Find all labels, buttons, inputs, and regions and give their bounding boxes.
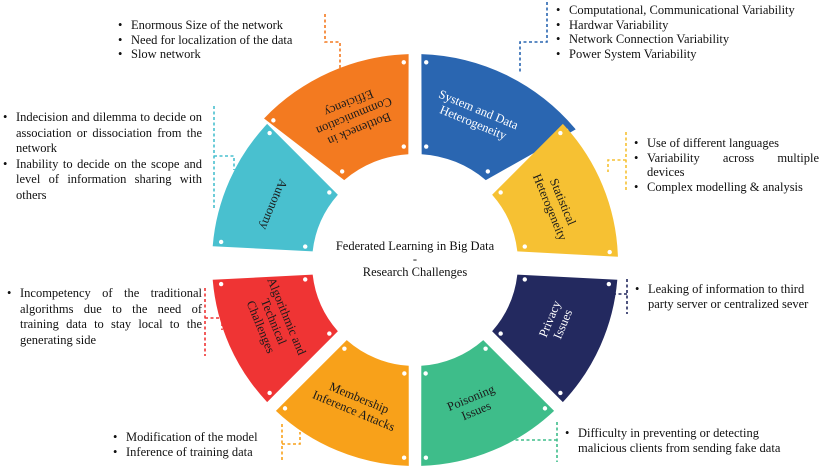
bullet-item: Modification of the model xyxy=(113,430,283,445)
connector-algorithmic xyxy=(205,317,223,330)
bullet-item: Hardwar Variability xyxy=(556,18,796,33)
connector-bottleneck xyxy=(324,14,341,74)
segment-dot xyxy=(271,118,276,123)
segment-dot xyxy=(606,281,612,287)
segment-dot xyxy=(424,60,429,65)
segment-dot xyxy=(607,249,612,255)
segment-dot xyxy=(423,371,428,376)
segment-dot xyxy=(282,406,288,411)
segment-dot xyxy=(327,190,332,195)
segment-dot xyxy=(401,60,406,65)
center-title-line1: Federated Learning in Big Data xyxy=(335,239,495,253)
segment-dot xyxy=(522,277,527,282)
membership-bullets: Modification of the model Inference of t… xyxy=(113,430,283,459)
segment-dot xyxy=(424,144,429,149)
segment-dot xyxy=(401,455,407,460)
connector-autonomy xyxy=(214,155,235,170)
segment-dot xyxy=(498,190,503,195)
bullet-item: Use of different languages xyxy=(634,136,819,151)
segment-bottleneck xyxy=(264,54,409,181)
bullet-item: Variability across multiple devices xyxy=(634,151,819,180)
segment-dot xyxy=(267,130,272,136)
segment-dot xyxy=(558,390,563,396)
bullet-item: Leaking of information to third party se… xyxy=(635,282,825,311)
segment-dot xyxy=(485,169,491,174)
bullet-item: Complex modelling & analysis xyxy=(634,180,819,195)
segment-membership xyxy=(275,340,409,466)
autonomy-bullets: Indecision and dilemma to decide on asso… xyxy=(3,110,202,203)
segment-dot xyxy=(402,371,407,376)
heterogeneity-bullets: Computational, Communicational Variabili… xyxy=(556,3,796,61)
segment-dot xyxy=(303,244,308,249)
segment-dot xyxy=(542,406,548,411)
segment-dot xyxy=(498,331,503,336)
bullet-item: Slow network xyxy=(118,47,318,62)
segment-dot xyxy=(327,331,332,336)
segment-algorithmic xyxy=(212,274,338,403)
segment-dot xyxy=(303,277,308,282)
bullet-item: Power System Variability xyxy=(556,47,796,62)
bottleneck-bullets: Enormous Size of the network Need for lo… xyxy=(118,18,318,62)
segment-dot xyxy=(218,281,224,287)
center-title: Federated Learning in Big Data - Researc… xyxy=(315,238,515,281)
segment-dot xyxy=(558,130,563,136)
segment-statistical xyxy=(492,123,618,257)
segment-heterogeneity xyxy=(421,54,576,181)
privacy-bullets: Leaking of information to third party se… xyxy=(635,282,825,311)
segment-dot xyxy=(522,244,527,249)
segment-autonomy xyxy=(212,123,338,252)
bullet-item: Network Connection Variability xyxy=(556,32,796,47)
segment-dot xyxy=(423,455,429,460)
segment-dot xyxy=(218,239,224,245)
bullet-item: Enormous Size of the network xyxy=(118,18,318,33)
connector-heterogeneity xyxy=(519,2,548,74)
center-title-line3: Research Challenges xyxy=(362,265,468,279)
statistical-bullets: Use of different languages Variability a… xyxy=(634,136,819,194)
bullet-item: Computational, Communicational Variabili… xyxy=(556,3,796,18)
segment-dot xyxy=(401,144,406,149)
bullet-item: Need for localization of the data xyxy=(118,33,318,48)
bullet-item: Indecision and dilemma to decide on asso… xyxy=(3,110,202,157)
segment-dot xyxy=(342,346,347,351)
segment-dot xyxy=(483,346,488,351)
segment-poisoning xyxy=(421,340,555,466)
center-title-line2: - xyxy=(412,252,418,266)
algorithmic-bullets: Incompetency of the traditional algorith… xyxy=(7,286,202,348)
segment-dot xyxy=(267,390,272,396)
bullet-item: Inability to decide on the scope and lev… xyxy=(3,157,202,204)
segment-dot xyxy=(339,169,345,174)
poisoning-bullets: Difficulty in preventing or detecting ma… xyxy=(565,426,810,455)
bullet-item: Inference of training data xyxy=(113,445,283,460)
segment-privacy xyxy=(492,274,618,403)
bullet-item: Incompetency of the traditional algorith… xyxy=(7,286,202,348)
connector-statistical xyxy=(607,159,626,172)
connector-membership xyxy=(282,432,301,445)
bullet-item: Difficulty in preventing or detecting ma… xyxy=(565,426,810,455)
